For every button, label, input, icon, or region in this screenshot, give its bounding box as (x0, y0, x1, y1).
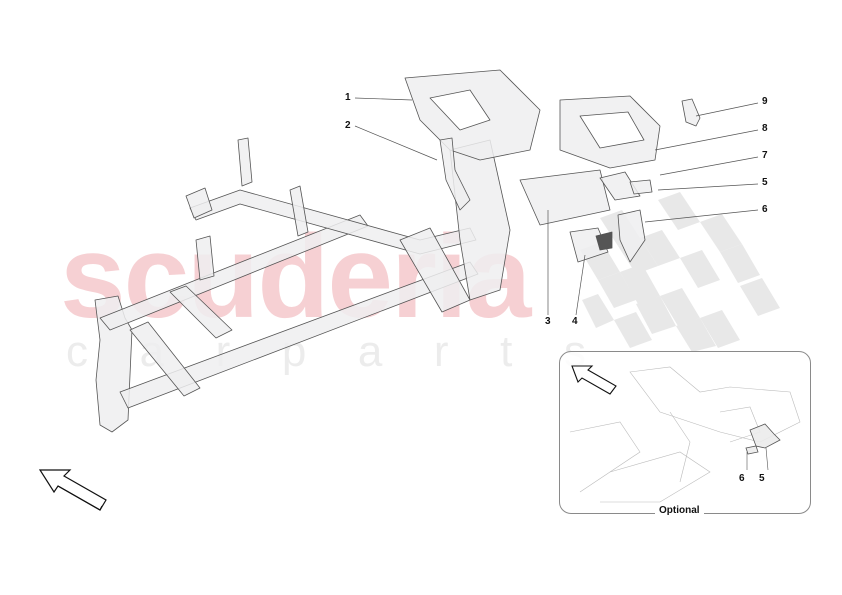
watermark-letter: a (357, 327, 383, 376)
callout-9: 9 (762, 96, 768, 107)
callout-6: 6 (762, 204, 768, 215)
callout-3: 3 (545, 316, 551, 327)
front-direction-arrow (38, 469, 107, 511)
callout-5: 5 (762, 177, 768, 188)
inset-callout-6: 6 (739, 473, 745, 484)
optional-inset-drawing (569, 365, 801, 503)
watermark-letter: r (433, 327, 449, 376)
callout-4: 4 (572, 316, 578, 327)
watermark-letter: c (66, 327, 88, 376)
optional-inset (559, 351, 811, 514)
watermark-letter: t (500, 327, 513, 376)
callout-1: 1 (345, 92, 351, 103)
optional-label: Optional (655, 505, 704, 516)
callout-8: 8 (762, 123, 768, 134)
callout-2: 2 (345, 120, 351, 131)
callout-7: 7 (762, 150, 768, 161)
inset-callout-5: 5 (759, 473, 765, 484)
